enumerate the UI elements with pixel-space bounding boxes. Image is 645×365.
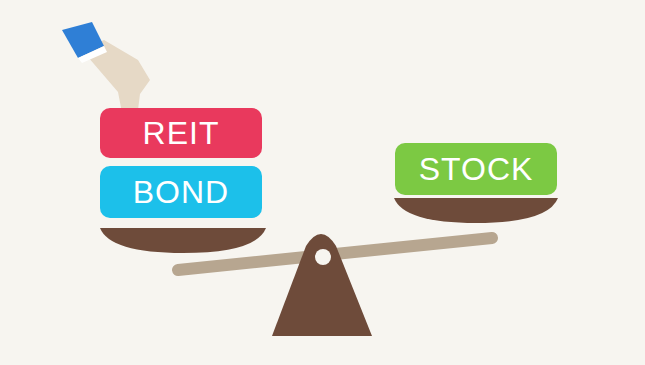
left-pan xyxy=(100,228,266,253)
stock-block: STOCK xyxy=(395,143,557,195)
bond-block: BOND xyxy=(100,166,262,218)
block-label: STOCK xyxy=(419,151,534,188)
reit-block: REIT xyxy=(100,108,262,158)
pressing-hand xyxy=(62,22,150,122)
right-pan xyxy=(394,198,558,223)
block-label: REIT xyxy=(143,115,220,152)
fulcrum xyxy=(272,234,372,336)
shirt-cuff xyxy=(78,46,107,63)
block-label: BOND xyxy=(133,174,229,211)
pivot-hole xyxy=(315,249,331,265)
